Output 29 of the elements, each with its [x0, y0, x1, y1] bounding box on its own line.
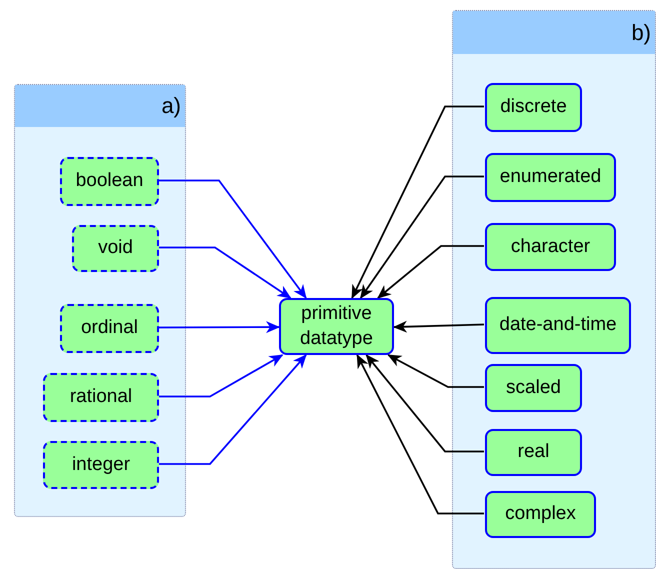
group-label: b) — [631, 20, 651, 46]
dashed-type-box: void — [72, 225, 159, 272]
arrow — [351, 106, 484, 299]
group-label: a) — [161, 93, 181, 119]
type-box: enumerated — [485, 153, 616, 202]
type-box: scaled — [485, 364, 582, 412]
arrow — [366, 354, 484, 452]
arrow — [393, 320, 484, 333]
dashed-type-box: integer — [43, 441, 159, 489]
type-box: discrete — [485, 83, 582, 132]
group-panel — [14, 84, 186, 517]
arrow — [158, 354, 307, 465]
arrow — [360, 176, 484, 299]
type-box: real — [485, 429, 582, 476]
type-box: date-and-time — [485, 297, 631, 354]
dashed-type-box: ordinal — [60, 304, 159, 353]
type-box: complex — [485, 491, 596, 538]
type-box: character — [485, 223, 616, 271]
arrow — [158, 180, 307, 299]
dashed-type-box: rational — [43, 373, 159, 422]
arrow — [356, 354, 484, 514]
arrow — [387, 354, 484, 388]
arrow — [158, 321, 280, 334]
arrow — [158, 246, 292, 299]
dashed-type-box: boolean — [60, 157, 159, 206]
type-box: primitive datatype — [279, 298, 394, 355]
group-panel — [452, 10, 656, 569]
arrow — [377, 245, 484, 299]
arrow — [158, 354, 284, 398]
